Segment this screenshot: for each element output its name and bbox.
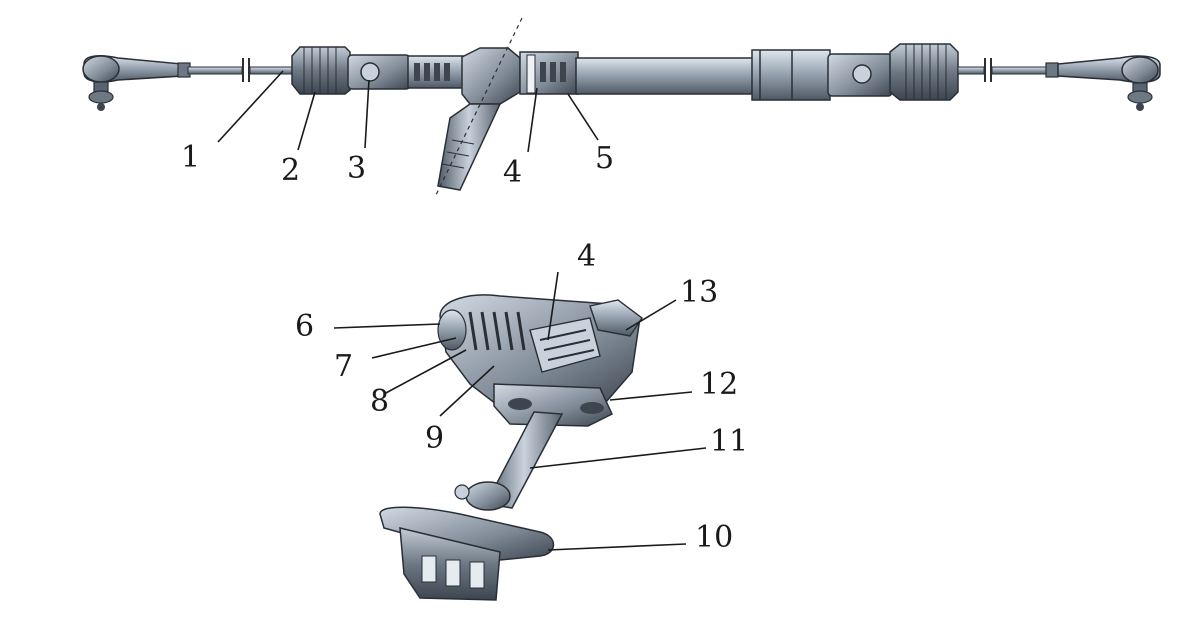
coupling-flange bbox=[379, 506, 555, 601]
left-tie-rod bbox=[187, 58, 301, 82]
right-tie-rod bbox=[957, 58, 1059, 82]
callout-10: 10 bbox=[695, 520, 733, 555]
callout-6: 6 bbox=[295, 309, 314, 344]
bottom-leader-lines bbox=[333, 271, 707, 551]
callout-13: 13 bbox=[680, 275, 718, 310]
steering-gear-cutaway bbox=[379, 294, 643, 601]
callout-5: 5 bbox=[595, 141, 614, 176]
callout-7: 7 bbox=[334, 349, 353, 384]
right-protective-boot bbox=[889, 43, 959, 101]
top-leader-lines bbox=[217, 70, 599, 153]
right-tie-rod-end bbox=[1057, 55, 1161, 111]
mounting-flange bbox=[493, 383, 613, 427]
rack-housing-left bbox=[347, 54, 465, 90]
cover-plug bbox=[589, 299, 643, 337]
callout-1: 1 bbox=[181, 140, 200, 175]
callout-9: 9 bbox=[425, 421, 444, 456]
callout-11: 11 bbox=[710, 424, 748, 459]
left-tie-rod-end bbox=[82, 55, 191, 111]
callout-8: 8 bbox=[370, 384, 389, 419]
callout-4-top: 4 bbox=[503, 155, 522, 190]
steering-rack-assembly bbox=[82, 17, 1161, 196]
callout-12: 12 bbox=[700, 367, 738, 402]
callout-2: 2 bbox=[281, 153, 300, 188]
callout-4-bottom: 4 bbox=[577, 239, 596, 274]
steering-shaft bbox=[454, 411, 564, 511]
callout-3: 3 bbox=[347, 151, 366, 186]
rack-teeth-section bbox=[519, 51, 579, 95]
rack-housing-right bbox=[827, 53, 893, 97]
callout-labels: 1 2 3 4 5 4 13 6 7 8 9 12 11 10 bbox=[181, 140, 748, 555]
rack-tube bbox=[575, 49, 831, 101]
left-protective-boot bbox=[291, 46, 351, 95]
